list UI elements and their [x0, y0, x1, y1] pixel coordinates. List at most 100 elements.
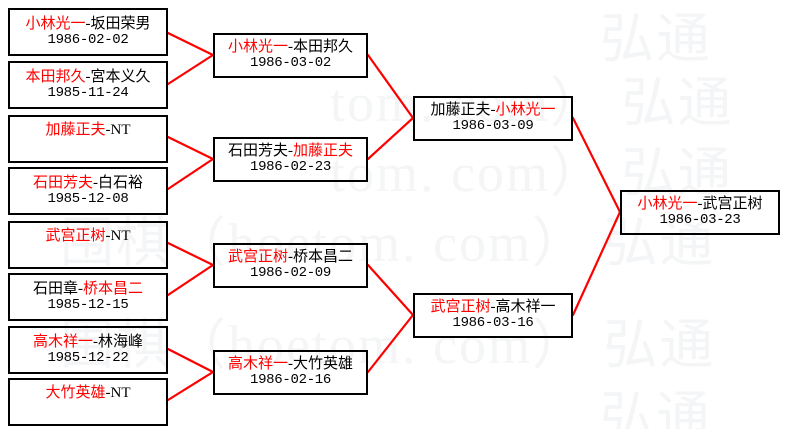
match-players: 大竹英雄-NT: [45, 385, 130, 402]
player-right: NT: [110, 122, 131, 138]
player-right: 高木祥一: [495, 299, 556, 316]
vs-separator: -: [105, 385, 111, 401]
match-players: 武宫正树-桥本昌二: [228, 249, 353, 266]
player-right: 林海峰: [98, 333, 144, 350]
watermark-text: 弘通: [600, 387, 712, 429]
player-left: 石田章: [32, 280, 78, 297]
match-players: 高木祥一-林海峰: [33, 334, 143, 351]
player-right: 大竹英雄: [293, 356, 354, 373]
match-players: 石田芳夫-白石裕: [33, 175, 143, 192]
vs-separator: -: [93, 174, 98, 191]
match-players: 加藤正夫-小林光一: [430, 102, 555, 119]
match-players: 小林光一-本田邦久: [228, 39, 353, 56]
match-box[interactable]: 加藤正夫-NT: [8, 115, 168, 163]
player-right: NT: [110, 385, 131, 401]
match-box[interactable]: 石田芳夫-白石裕 1985-12-08: [8, 167, 168, 215]
connector-r1-5: [166, 241, 215, 267]
player-left: 高木祥一: [227, 356, 288, 373]
match-box-final[interactable]: 小林光一-武宫正树 1986-03-23: [620, 190, 780, 235]
player-right: 坂田荣男: [90, 15, 151, 32]
player-left: 加藤正夫: [45, 122, 106, 138]
player-right: 本田邦久: [293, 39, 354, 56]
player-right: 小林光一: [495, 102, 556, 119]
match-date: 1986-02-09: [249, 265, 331, 282]
match-box[interactable]: 加藤正夫-小林光一 1986-03-09: [413, 96, 573, 141]
match-players: 小林光一-坂田荣男: [25, 16, 150, 33]
connector-r2-3: [366, 263, 415, 317]
match-box[interactable]: 小林光一-坂田荣男 1986-02-02: [8, 8, 168, 56]
player-left: 石田芳夫: [32, 174, 93, 191]
match-players: 本田邦久-宮本义久: [25, 69, 150, 86]
player-left: 大竹英雄: [45, 385, 106, 401]
match-date: 1986-02-23: [249, 159, 331, 176]
vs-separator: -: [288, 356, 293, 373]
match-players: 加藤正夫-NT: [45, 122, 130, 139]
match-date: 1985-12-15: [47, 296, 129, 313]
vs-separator: -: [105, 228, 111, 244]
match-date: 1986-03-09: [452, 118, 534, 135]
player-left: 武宫正树: [45, 228, 106, 244]
connector-r1-6: [166, 263, 215, 297]
player-left: 高木祥一: [32, 333, 93, 350]
vs-separator: -: [288, 143, 293, 160]
connector-r1-7: [166, 347, 215, 374]
match-players: 石田章-桥本昌二: [33, 281, 143, 298]
connector-r2-4: [366, 313, 415, 374]
player-left: 小林光一: [227, 39, 288, 56]
match-box[interactable]: 武宫正树-NT: [8, 221, 168, 269]
match-date: 1986-02-16: [249, 372, 331, 389]
connector-r2-1: [366, 53, 415, 120]
match-date: 1986-03-23: [659, 212, 741, 229]
player-right: 加藤正夫: [293, 143, 354, 160]
match-box[interactable]: 高木祥一-林海峰 1985-12-22: [8, 326, 168, 374]
player-left: 武宫正树: [430, 299, 491, 316]
match-box[interactable]: 武宫正树-高木祥一 1986-03-16: [413, 293, 573, 338]
player-right: 白石裕: [98, 174, 144, 191]
watermark-text: 弘通: [600, 9, 712, 69]
match-players: 武宫正树-NT: [45, 228, 130, 245]
player-right: 武宫正树: [702, 196, 763, 213]
player-left: 武宫正树: [227, 249, 288, 266]
connector-r1-2: [166, 53, 215, 86]
vs-separator: -: [490, 299, 496, 316]
vs-separator: -: [105, 122, 111, 138]
match-date: 1985-12-08: [47, 190, 129, 207]
match-box[interactable]: 大竹英雄-NT: [8, 378, 168, 426]
player-right: NT: [110, 228, 131, 244]
player-left: 本田邦久: [25, 68, 86, 85]
player-right: 桥本昌二: [83, 280, 144, 297]
match-players: 小林光一-武宫正树: [637, 196, 762, 213]
vs-separator: -: [490, 102, 496, 119]
connector-r1-1: [166, 31, 215, 57]
match-players: 高木祥一-大竹英雄: [228, 356, 353, 373]
vs-separator: -: [85, 15, 91, 32]
vs-separator: -: [85, 68, 91, 85]
connector-r1-8: [166, 370, 215, 402]
match-box[interactable]: 石田芳夫-加藤正夫 1986-02-23: [213, 137, 368, 182]
match-date: 1986-03-16: [452, 315, 534, 332]
connector-r3-1: [571, 116, 622, 214]
match-date: 1985-11-24: [47, 84, 129, 101]
connector-r2-2: [366, 116, 415, 161]
player-left: 小林光一: [637, 196, 698, 213]
player-left: 加藤正夫: [430, 102, 491, 119]
match-date: 1986-03-02: [249, 55, 331, 72]
match-date: 1986-02-02: [47, 31, 129, 48]
match-date: 1985-12-22: [47, 349, 129, 366]
connector-r1-3: [166, 135, 215, 161]
player-left: 石田芳夫: [227, 143, 288, 160]
vs-separator: -: [78, 280, 83, 297]
match-box[interactable]: 石田章-桥本昌二 1985-12-15: [8, 273, 168, 321]
player-left: 小林光一: [25, 15, 86, 32]
vs-separator: -: [93, 333, 98, 350]
match-players: 武宫正树-高木祥一: [430, 299, 555, 316]
match-box[interactable]: 本田邦久-宮本义久 1985-11-24: [8, 61, 168, 109]
connector-r3-2: [571, 210, 622, 317]
match-box[interactable]: 武宫正树-桥本昌二 1986-02-09: [213, 243, 368, 288]
vs-separator: -: [697, 196, 703, 213]
match-box[interactable]: 高木祥一-大竹英雄 1986-02-16: [213, 350, 368, 395]
match-box[interactable]: 小林光一-本田邦久 1986-03-02: [213, 33, 368, 78]
player-right: 桥本昌二: [293, 249, 354, 266]
vs-separator: -: [288, 39, 293, 56]
